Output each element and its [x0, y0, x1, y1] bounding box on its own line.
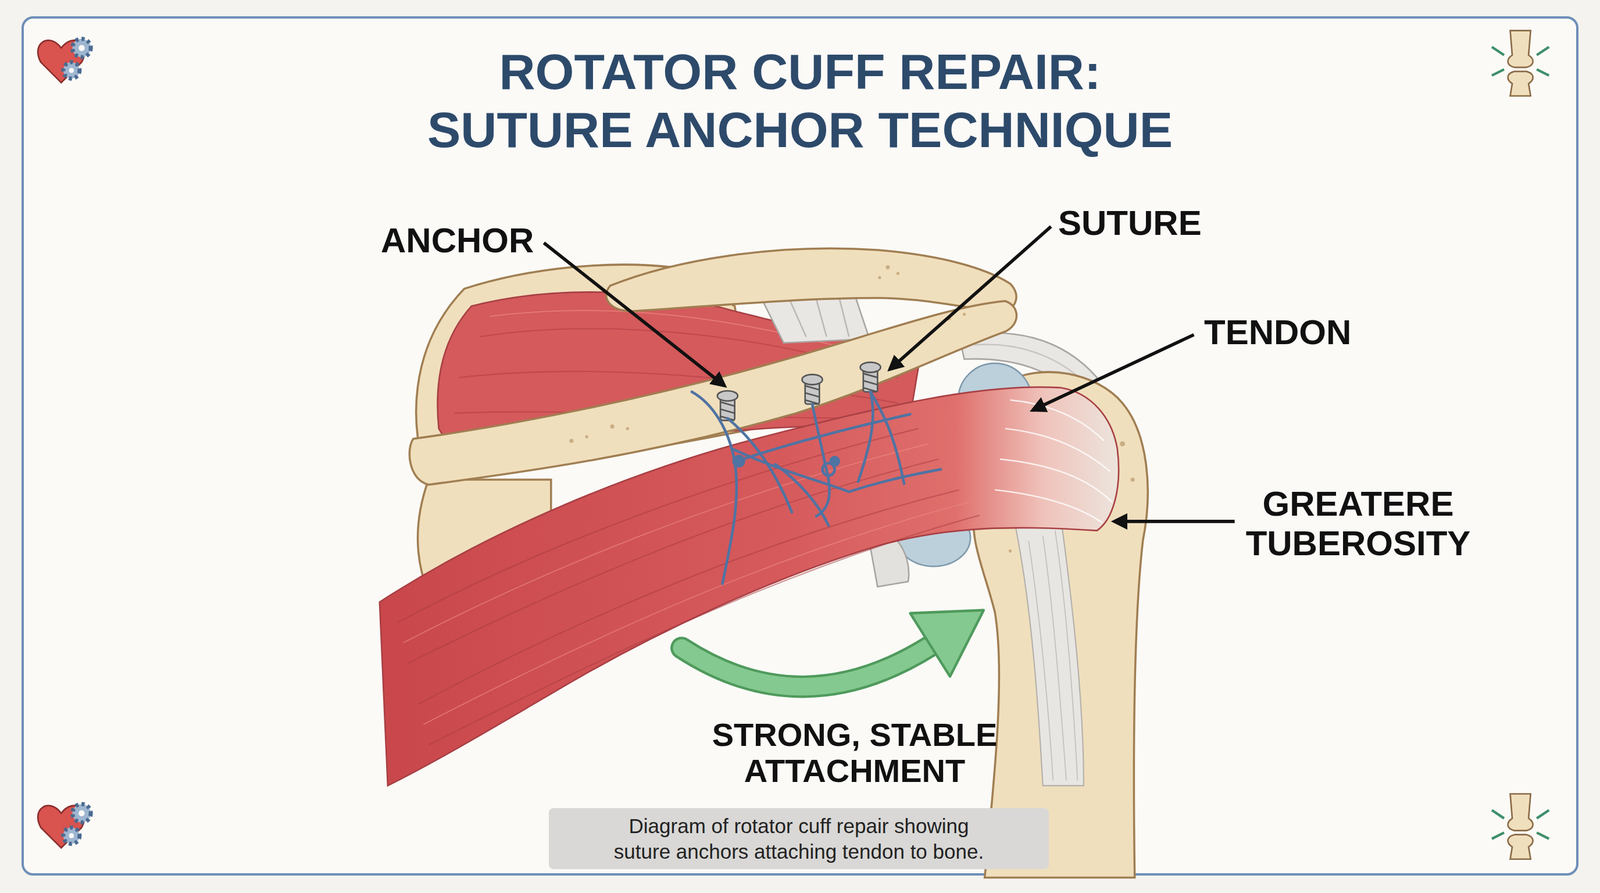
rotator-cuff-tendon	[994, 400, 1113, 523]
suture-line	[732, 448, 941, 492]
heart-gear-icon	[68, 833, 74, 839]
joint-icon	[1491, 30, 1549, 96]
attachment-arrow	[681, 610, 984, 688]
suture-line	[812, 404, 830, 517]
leader-arrow	[1032, 334, 1194, 411]
acromion-spine-bone	[569, 438, 574, 444]
heart-gear-icon	[78, 810, 85, 817]
bicipital-tendon	[1015, 520, 1084, 786]
callout-note: STRONG, STABLE ATTACHMENT	[691, 716, 1018, 789]
humerus-bone	[1008, 549, 1012, 553]
heart-gear-icon	[63, 62, 80, 79]
suture-line	[830, 456, 839, 466]
part-label: GREATERE TUBEROSITY	[1224, 484, 1492, 564]
attachment-arrow	[681, 645, 931, 687]
clavicle-bone	[877, 276, 881, 280]
acromion-spine-bone	[962, 312, 966, 316]
leader-arrow	[889, 226, 1051, 370]
acromion-spine-bone	[610, 424, 615, 429]
bicipital-tendon	[1028, 530, 1078, 781]
title-block: ROTATOR CUFF REPAIR: SUTURE ANCHOR TECHN…	[0, 42, 1600, 159]
caption-box: Diagram of rotator cuff repair showing s…	[548, 808, 1049, 870]
heart-gear-icon	[37, 38, 91, 83]
humerus-bone	[1119, 441, 1125, 447]
suture-anchor	[805, 385, 820, 405]
heart-gear-icon	[63, 827, 80, 844]
humerus-bone	[1130, 477, 1135, 482]
joint-icon	[1508, 834, 1534, 860]
leader-arrow	[1114, 519, 1235, 524]
suture-anchor	[717, 390, 738, 402]
rotator-cuff-tendon	[428, 515, 980, 745]
heart-gear-icon	[37, 804, 91, 848]
acromion-spine-bone	[585, 435, 589, 439]
suture-anchor	[863, 373, 878, 392]
heart-gear-icon	[68, 68, 74, 74]
attachment-arrow	[910, 610, 984, 677]
suture-anchor	[802, 374, 823, 385]
suture-line	[858, 391, 873, 482]
rotator-cuff-tendon	[418, 489, 960, 705]
suture-line	[733, 456, 745, 467]
joint-icon	[1508, 71, 1534, 96]
joint-icon	[1491, 47, 1549, 76]
suture-line	[775, 464, 829, 526]
rotator-cuff-tendon	[402, 443, 929, 643]
rotator-cuff-tendon	[423, 502, 970, 725]
heart-gear-icon	[78, 44, 85, 52]
suture-anchor	[717, 362, 881, 421]
joint-icon	[1508, 30, 1534, 68]
acromion-spine-bone	[626, 427, 630, 431]
leader-arrow	[543, 226, 1235, 522]
heart-gear-icon	[72, 38, 92, 58]
illustration	[37, 30, 1549, 878]
part-label: TENDON	[1204, 312, 1391, 353]
part-label: SUTURE	[1058, 202, 1245, 244]
joint-icon	[1508, 793, 1534, 831]
heart-gear-icon	[72, 804, 92, 823]
suture-anchor	[860, 362, 881, 373]
suture-line	[727, 418, 792, 513]
leader-arrow	[543, 243, 725, 387]
title: ROTATOR CUFF REPAIR: SUTURE ANCHOR TECHN…	[369, 42, 1231, 159]
clavicle-bone	[606, 248, 1017, 313]
clavicle-bone	[606, 248, 1017, 313]
clavicle-bone	[885, 265, 890, 270]
page-frame	[22, 17, 1578, 875]
caption: Diagram of rotator cuff repair showing s…	[560, 813, 1038, 865]
clavicle-bone	[896, 272, 900, 275]
suture-line	[870, 391, 905, 484]
part-label: ANCHOR	[380, 220, 567, 262]
joint-icon	[1491, 810, 1549, 839]
attachment-arrow	[681, 645, 931, 687]
suture-line	[691, 391, 941, 584]
rotator-cuff-tendon	[397, 428, 919, 623]
bicipital-tendon	[1015, 520, 1084, 786]
joint-icon	[1491, 793, 1549, 859]
